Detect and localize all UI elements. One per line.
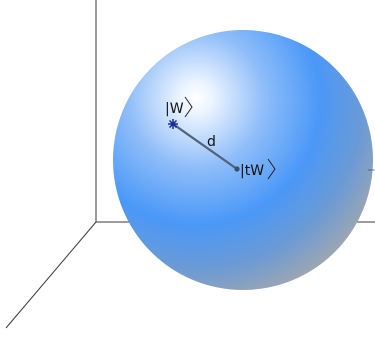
distance-label: d [207,134,216,150]
state-w-ket-bracket [184,96,193,118]
state-w-label: |W [165,101,184,117]
bloch-sphere [113,30,373,290]
state-tw-label: |tW [240,163,264,179]
state-tw-ket-bracket [267,158,276,180]
distance-line [172,123,238,170]
state-w-marker [168,119,178,129]
dot-marker-icon [234,166,240,172]
star-marker-icon [168,119,178,129]
depth-axis [5,221,97,329]
